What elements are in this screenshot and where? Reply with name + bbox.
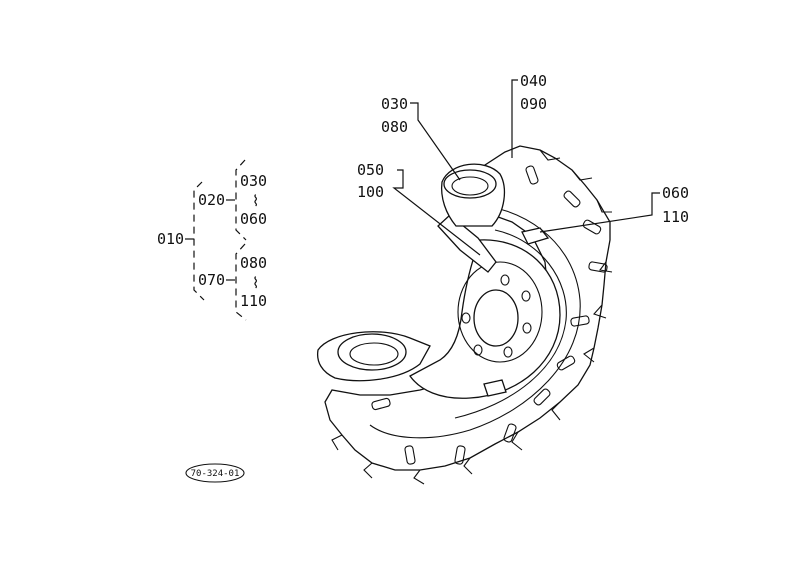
callout-090[interactable]: 090 <box>520 95 547 113</box>
part-hierarchy-tree: 010 020 030 ⌇ 060 070 080 ⌇ 110 <box>157 159 267 321</box>
tree-root-010[interactable]: 010 <box>157 230 184 248</box>
bolt-holes <box>461 274 532 358</box>
tree-range-end-060[interactable]: 060 <box>240 210 267 228</box>
callout-100[interactable]: 100 <box>357 183 384 201</box>
leader-050 <box>392 169 481 256</box>
tree-bracket-root <box>193 181 205 301</box>
tree-node-070[interactable]: 070 <box>198 271 225 289</box>
tree-node-020[interactable]: 020 <box>198 191 225 209</box>
callout-050[interactable]: 050 <box>357 161 384 179</box>
tree-range-sep: ⌇ <box>252 274 259 292</box>
spoke-strip <box>437 214 497 273</box>
leader-030 <box>410 102 461 181</box>
left-cap <box>316 331 431 382</box>
hub-bore <box>473 289 519 347</box>
wheel-lugs <box>331 149 613 485</box>
drawing-id-text: 70-324-01 <box>191 469 240 479</box>
wheel-illustration <box>316 145 613 485</box>
tree-range-start-080[interactable]: 080 <box>240 254 267 272</box>
callout-040[interactable]: 040 <box>520 72 547 90</box>
callout-labels: 030 080 040 090 050 100 060 110 <box>357 72 689 226</box>
callout-060[interactable]: 060 <box>662 184 689 202</box>
callout-110[interactable]: 110 <box>662 208 689 226</box>
leader-040 <box>511 79 518 158</box>
callout-080[interactable]: 080 <box>381 118 408 136</box>
upper-cap <box>440 163 506 227</box>
callout-leaders <box>392 79 660 256</box>
tree-range-sep: ⌇ <box>252 192 259 210</box>
disc-ring <box>457 261 543 363</box>
drawing-id-oval <box>185 463 245 483</box>
tree-bracket-070 <box>235 243 247 321</box>
rim-inner-band-2 <box>454 229 567 419</box>
leader-060 <box>539 192 660 233</box>
drawing-id-badge: 70-324-01 <box>185 463 245 483</box>
tree-bracket-020 <box>235 159 247 241</box>
callout-030[interactable]: 030 <box>381 95 408 113</box>
tree-range-end-110[interactable]: 110 <box>240 292 267 310</box>
tree-range-start-030[interactable]: 030 <box>240 172 267 190</box>
